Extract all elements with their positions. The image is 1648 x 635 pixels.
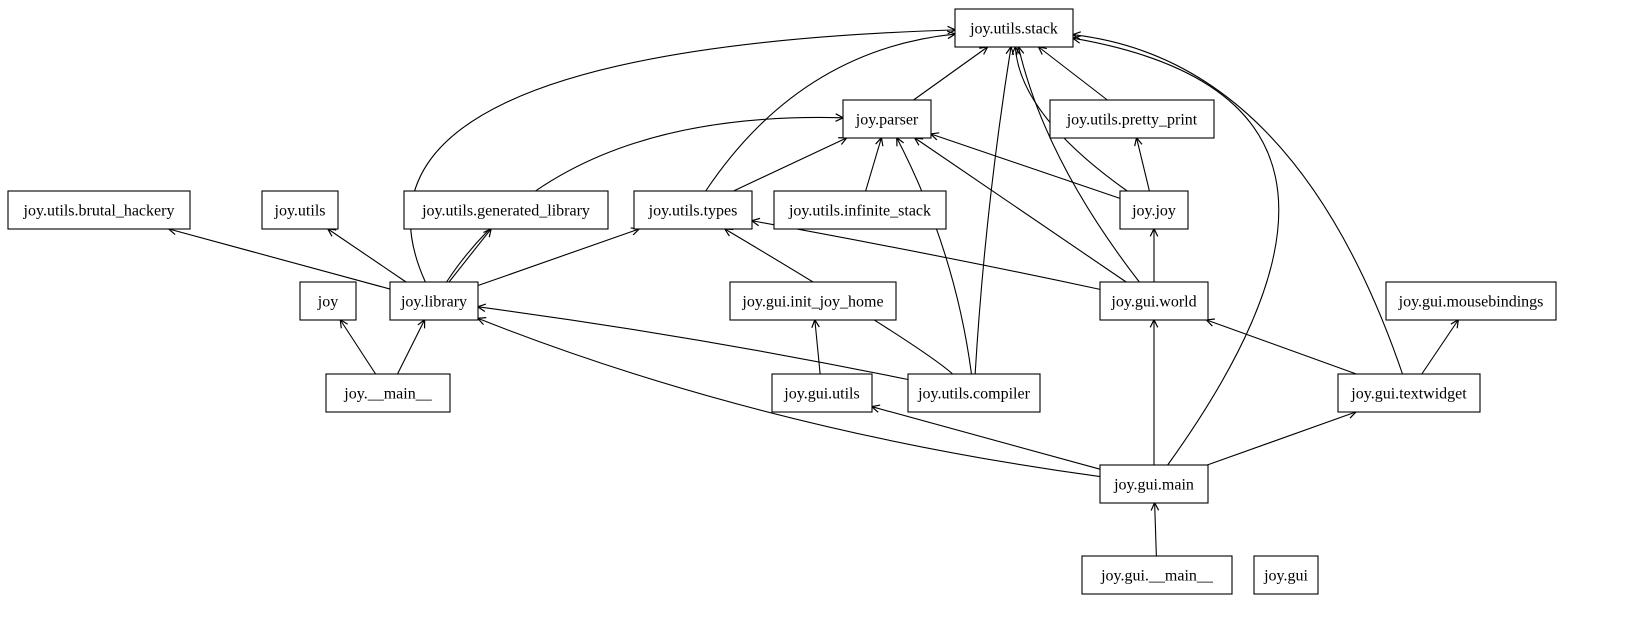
edge-joy.gui.main->joy.library [478, 318, 1101, 478]
edge-joy.utils.infinite_stack->joy.parser [865, 138, 882, 192]
node-label: joy.utils.stack [969, 21, 1058, 38]
node-joy.parser: joy.parser [842, 99, 932, 139]
edges-layer [169, 30, 1458, 557]
node-joy.gui.utils: joy.gui.utils [771, 373, 873, 413]
node-box [299, 281, 357, 321]
node-joy.library: joy.library [389, 281, 479, 321]
node-box [7, 190, 191, 230]
edge-joy.gui.utils->joy.gui.init_joy_home [815, 320, 821, 375]
node-joy.__main__: joy.__main__ [325, 373, 451, 413]
edge-joy.gui.main->joy.gui.textwidget [1207, 412, 1356, 466]
node-joy.gui.world: joy.gui.world [1099, 281, 1209, 321]
node-joy.gui.__main__: joy.gui.__main__ [1081, 555, 1233, 595]
node-joy.gui.mousebindings: joy.gui.mousebindings [1385, 281, 1557, 321]
edge-joy.joy->joy.utils.stack [1015, 47, 1128, 192]
edge-joy.utils.types->joy.parser [733, 138, 847, 192]
edge-joy.gui.world->joy.utils.types [752, 221, 1101, 290]
node-box [773, 190, 947, 230]
node-joy.utils.infinite_stack: joy.utils.infinite_stack [773, 190, 947, 230]
node-label: joy.gui.utils [783, 386, 859, 403]
node-joy.gui.init_joy_home: joy.gui.init_joy_home [729, 281, 897, 321]
node-label: joy.utils [274, 203, 326, 220]
node-joy.gui: joy.gui [1253, 555, 1319, 595]
node-label: joy.gui.world [1110, 294, 1196, 311]
node-joy.utils: joy.utils [261, 190, 339, 230]
node-joy.utils.stack: joy.utils.stack [954, 8, 1074, 48]
edge-joy.utils.compiler->joy.parser [897, 138, 973, 375]
edge-joy.gui.world->joy.utils.stack [1018, 47, 1140, 283]
node-joy.utils.generated_library: joy.utils.generated_library [403, 190, 609, 230]
edge-joy.__main__->joy.library [397, 320, 425, 375]
node-label: joy.library [400, 294, 467, 311]
node-joy.gui.main: joy.gui.main [1099, 464, 1209, 504]
node-box [403, 190, 609, 230]
edge-joy.library->joy.utils.types [477, 229, 639, 287]
edge-joy.library->joy.utils [328, 229, 407, 283]
node-label: joy.utils.compiler [917, 386, 1031, 403]
node-joy: joy [299, 281, 357, 321]
node-label: joy.utils.infinite_stack [788, 203, 931, 220]
edge-joy.gui.__main__->joy.gui.main [1155, 503, 1157, 557]
edge-joy.gui.textwidget->joy.gui.mousebindings [1421, 320, 1458, 375]
node-box [325, 373, 451, 413]
node-label: joy.gui.mousebindings [1398, 294, 1544, 311]
edge-joy.utils.pretty_print->joy.utils.stack [1039, 47, 1108, 101]
node-box [633, 190, 753, 230]
edge-joy.library->joy.utils.generated_library [448, 229, 491, 283]
node-label: joy.gui.init_joy_home [741, 294, 883, 311]
node-box [907, 373, 1041, 413]
node-label: joy [317, 294, 338, 311]
edge-joy.utils.types->joy.utils.stack [705, 34, 955, 192]
node-box [842, 99, 932, 139]
edge-joy.gui.main->joy.utils.stack [1073, 38, 1280, 466]
node-joy.utils.compiler: joy.utils.compiler [907, 373, 1041, 413]
node-joy.gui.textwidget: joy.gui.textwidget [1337, 373, 1481, 413]
node-box [1099, 281, 1209, 321]
node-label: joy.gui.textwidget [1350, 386, 1467, 403]
node-label: joy.utils.types [648, 203, 738, 220]
node-label: joy.gui [1263, 568, 1308, 585]
node-label: joy.__main__ [343, 386, 432, 403]
node-label: joy.utils.generated_library [421, 203, 590, 220]
edge-joy.joy->joy.parser [931, 134, 1121, 199]
node-box [1119, 190, 1189, 230]
edge-joy.joy->joy.utils.pretty_print [1137, 138, 1150, 192]
edge-joy.utils.compiler->joy.library [478, 307, 909, 381]
node-box [1253, 555, 1319, 595]
node-label: joy.joy [1131, 203, 1176, 220]
node-label: joy.parser [855, 112, 919, 129]
node-joy.utils.pretty_print: joy.utils.pretty_print [1049, 99, 1215, 139]
node-joy.joy: joy.joy [1119, 190, 1189, 230]
edge-joy.utils.compiler->joy.utils.stack [974, 47, 1011, 375]
node-box [771, 373, 873, 413]
node-box [1337, 373, 1481, 413]
node-box [1385, 281, 1557, 321]
node-box [954, 8, 1074, 48]
edge-joy.library->joy.utils.stack [409, 30, 955, 283]
node-box [389, 281, 479, 321]
node-box [1081, 555, 1233, 595]
node-label: joy.utils.brutal_hackery [23, 203, 175, 220]
edge-joy.library->joy.utils.brutal_hackery [169, 229, 391, 290]
node-label: joy.gui.__main__ [1100, 568, 1214, 585]
node-joy.utils.brutal_hackery: joy.utils.brutal_hackery [7, 190, 191, 230]
edge-joy.gui.textwidget->joy.gui.world [1207, 320, 1357, 375]
node-box [261, 190, 339, 230]
node-box [1099, 464, 1209, 504]
node-label: joy.utils.pretty_print [1066, 112, 1198, 129]
edge-joy.library->joy.parser [446, 117, 843, 283]
edge-joy.gui.textwidget->joy.utils.stack [1073, 35, 1404, 375]
edge-joy.gui.main->joy.gui.utils [872, 407, 1101, 470]
edge-joy.utils.compiler->joy.utils.types [725, 229, 953, 375]
node-box [729, 281, 897, 321]
node-joy.utils.types: joy.utils.types [633, 190, 753, 230]
nodes-layer: joy.utils.stack joy.parser joy.utils.prett… [7, 8, 1557, 595]
edge-joy.parser->joy.utils.stack [913, 47, 988, 101]
edge-joy.__main__->joy [340, 320, 377, 375]
edge-joy.gui.world->joy.parser [915, 138, 1127, 283]
node-label: joy.gui.main [1113, 477, 1194, 494]
node-box [1049, 99, 1215, 139]
